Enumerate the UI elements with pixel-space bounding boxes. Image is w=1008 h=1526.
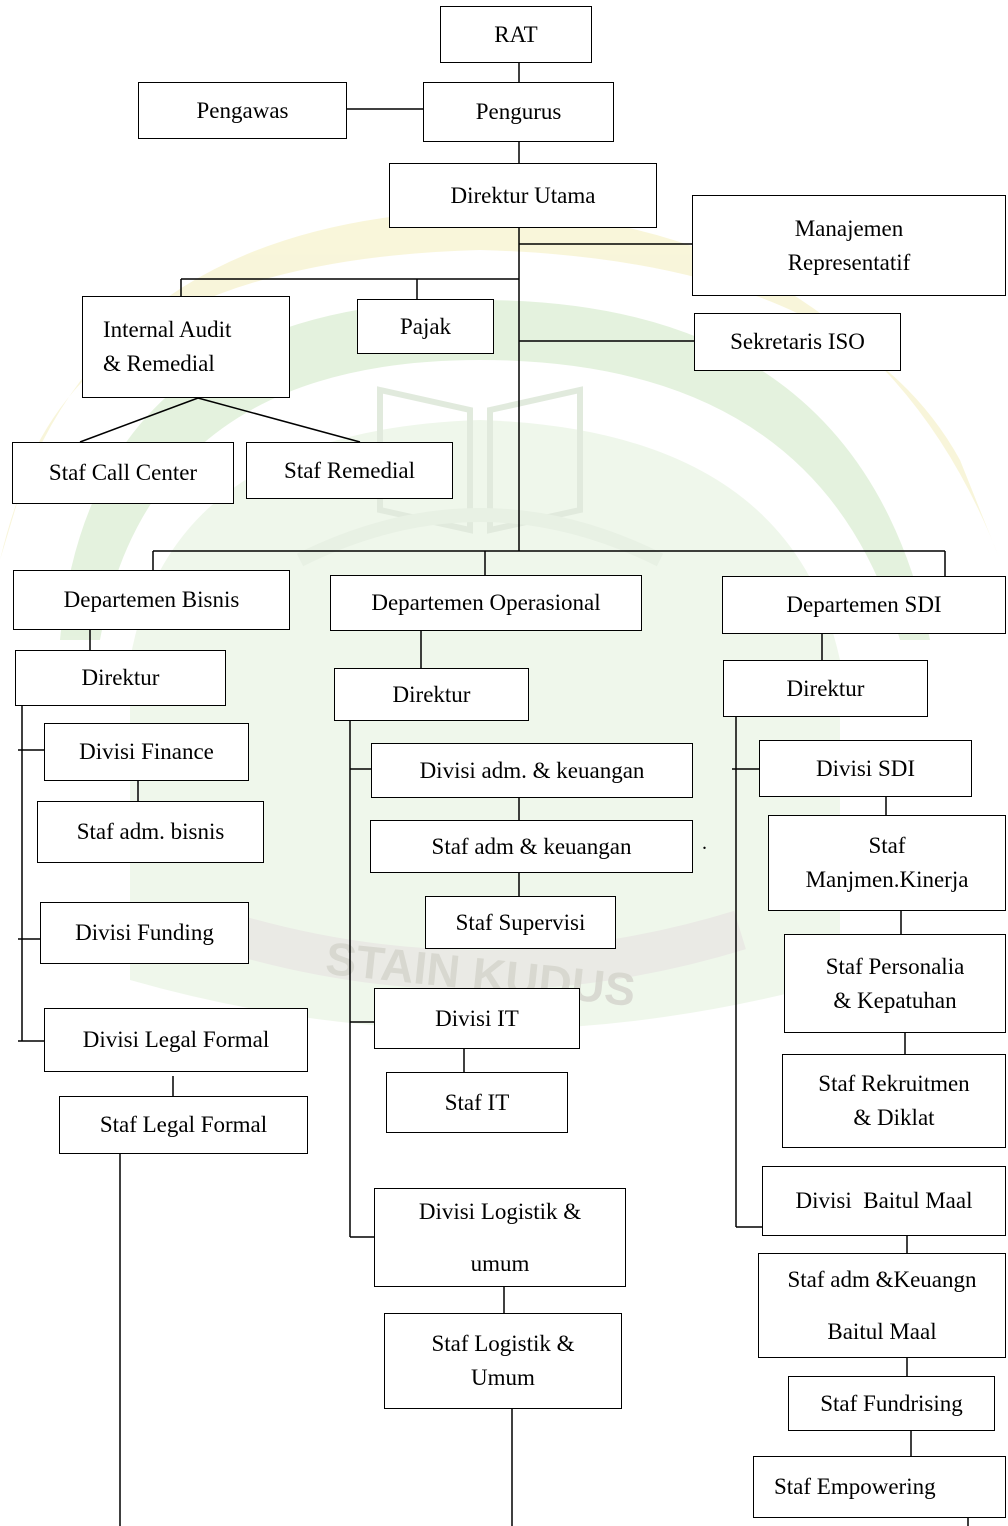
box-staf-remedial: Staf Remedial bbox=[246, 442, 453, 499]
box-rat: RAT bbox=[440, 6, 592, 63]
box-direktur-utama: Direktur Utama bbox=[389, 163, 657, 228]
box-staf-supervisi: Staf Supervisi bbox=[425, 896, 616, 949]
box-divisi-it: Divisi IT bbox=[374, 988, 580, 1049]
box-direktur-bisnis: Direktur bbox=[15, 650, 226, 706]
box-staf-rekruitmen: Staf Rekruitmen& Diklat bbox=[782, 1054, 1006, 1148]
box-internal-audit: Internal Audit& Remedial bbox=[82, 296, 290, 398]
box-divisi-finance: Divisi Finance bbox=[44, 723, 249, 781]
box-staf-adm-keuangan: Staf adm & keuangan bbox=[370, 820, 693, 873]
box-divisi-baitul-maal: Divisi Baitul Maal bbox=[762, 1166, 1006, 1236]
stray-mark: . bbox=[702, 832, 707, 854]
box-divisi-logistik: Divisi Logistik &umum bbox=[374, 1188, 626, 1287]
box-staf-logistik: Staf Logistik &Umum bbox=[384, 1313, 622, 1409]
box-divisi-legal-formal: Divisi Legal Formal bbox=[44, 1008, 308, 1072]
box-staf-personalia: Staf Personalia& Kepatuhan bbox=[784, 934, 1006, 1033]
box-staf-call-center: Staf Call Center bbox=[12, 442, 234, 504]
box-staf-adm-bisnis: Staf adm. bisnis bbox=[37, 801, 264, 863]
box-direktur-operasional: Direktur bbox=[334, 668, 529, 721]
box-pengurus: Pengurus bbox=[423, 82, 614, 142]
box-departemen-sdi: Departemen SDI bbox=[722, 576, 1006, 634]
box-sekretaris-iso: Sekretaris ISO bbox=[694, 313, 901, 371]
box-departemen-bisnis: Departemen Bisnis bbox=[13, 570, 290, 630]
box-pengawas: Pengawas bbox=[138, 82, 347, 139]
box-pajak: Pajak bbox=[357, 299, 494, 354]
box-direktur-sdi: Direktur bbox=[723, 660, 928, 717]
box-divisi-funding: Divisi Funding bbox=[40, 902, 249, 964]
box-staf-fundrising: Staf Fundrising bbox=[788, 1376, 995, 1431]
box-divisi-adm-keuangan: Divisi adm. & keuangan bbox=[371, 743, 693, 798]
box-divisi-sdi: Divisi SDI bbox=[759, 740, 972, 797]
box-staf-it: Staf IT bbox=[386, 1072, 568, 1133]
box-staf-empowering: Staf Empowering bbox=[753, 1456, 1006, 1518]
box-departemen-operasional: Departemen Operasional bbox=[330, 575, 642, 631]
box-staf-legal-formal: Staf Legal Formal bbox=[59, 1096, 308, 1154]
